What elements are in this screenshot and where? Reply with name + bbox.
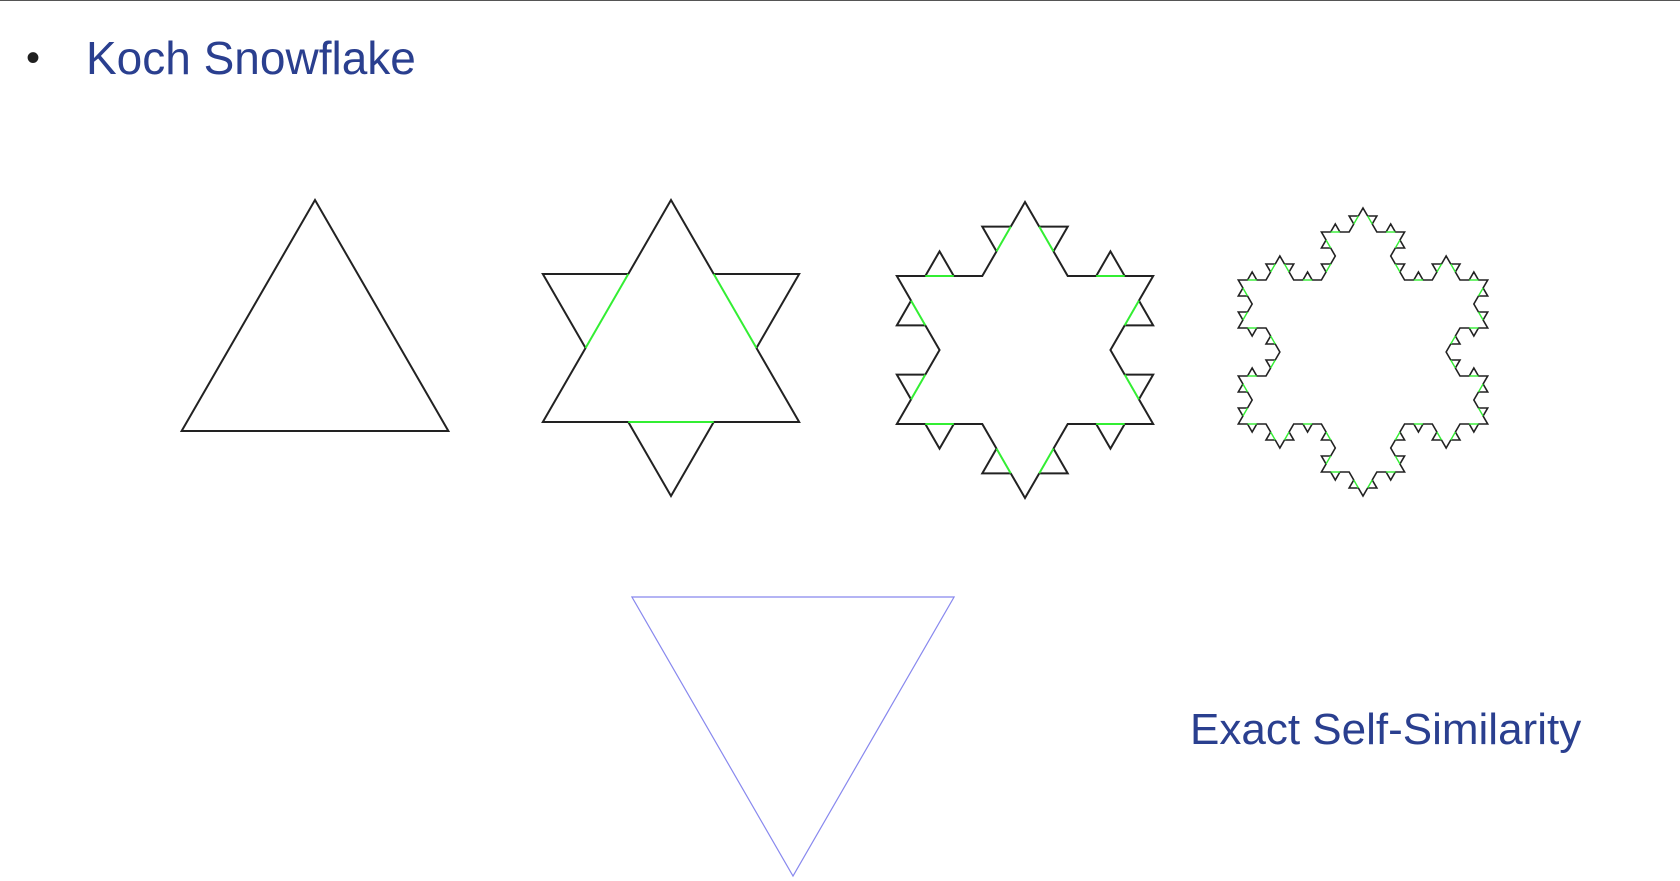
snowflake-outline-0	[179, 198, 451, 432]
snowflake-iteration-3	[1236, 206, 1490, 498]
replaced-segment	[1270, 263, 1276, 273]
replaced-segment	[1450, 263, 1456, 273]
replaced-segment	[1325, 455, 1332, 465]
replaced-segment	[1394, 455, 1401, 465]
replaced-segment	[1038, 226, 1055, 252]
replaced-segment	[1038, 448, 1055, 474]
replaced-segment	[1394, 431, 1401, 441]
replaced-segment	[1450, 359, 1456, 369]
replaced-segment	[1123, 300, 1140, 326]
inverted-triangle	[630, 596, 956, 878]
snowflake-iteration-2	[895, 199, 1155, 501]
snowflake-outline-3	[1236, 206, 1490, 498]
top-divider	[0, 0, 1680, 1]
caption-text: Exact Self-Similarity	[1190, 705, 1582, 754]
replaced-segment	[1353, 479, 1359, 489]
replaced-segment	[1242, 407, 1249, 417]
replaced-segment	[1477, 287, 1484, 297]
snowflake-iterations	[179, 197, 1490, 501]
slide-title: Koch Snowflake	[86, 32, 416, 84]
replaced-segment	[1477, 383, 1484, 393]
replaced-segment	[712, 273, 758, 349]
replaced-segment	[1450, 335, 1456, 345]
replaced-segment	[995, 448, 1012, 474]
replaced-segment	[1394, 239, 1401, 249]
replaced-segment	[1353, 215, 1359, 225]
bullet-marker: •	[26, 36, 41, 80]
replaced-segment	[1242, 311, 1249, 321]
replaced-segment	[1450, 431, 1456, 441]
snowflake-outline-1	[541, 197, 801, 499]
replaced-segment	[1367, 215, 1373, 225]
replaced-segment	[1477, 407, 1484, 417]
replaced-segment	[910, 374, 927, 400]
replaced-segment	[1270, 335, 1276, 345]
replaced-segment	[1283, 263, 1290, 273]
inverted-triangle-outline	[630, 596, 956, 878]
replaced-segment	[1123, 374, 1140, 400]
replaced-segment	[1325, 431, 1332, 441]
replaced-segment	[1270, 431, 1276, 441]
snowflake-iteration-0	[179, 198, 451, 432]
replaced-segment	[1270, 359, 1276, 369]
replaced-segment	[1283, 431, 1290, 441]
replaced-segment	[910, 300, 927, 326]
replaced-segment	[584, 273, 630, 349]
snowflake-iteration-1	[541, 197, 801, 499]
replaced-segment	[1394, 263, 1401, 273]
replaced-segment	[1436, 263, 1443, 273]
replaced-segment	[1325, 239, 1332, 249]
replaced-segment	[1477, 311, 1484, 321]
replaced-segment	[1242, 383, 1249, 393]
replaced-segment	[1242, 287, 1249, 297]
replaced-segment	[1325, 263, 1332, 273]
snowflake-outline-2	[895, 199, 1155, 501]
replaced-segment	[995, 226, 1012, 252]
replaced-segment	[1436, 431, 1443, 441]
replaced-segment	[1367, 479, 1373, 489]
